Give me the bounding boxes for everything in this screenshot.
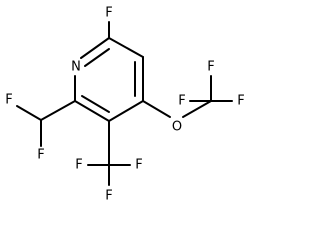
atom-ocf3-f-top: F [207,60,214,75]
substituent-bonds [16,21,233,186]
bond-o-cf3 [182,100,212,118]
atom-ring-f: F [105,6,112,21]
bond-c6-c5 [108,37,144,58]
bond-c3-c2 [74,100,110,122]
atom-chf2-f-left: F [5,93,12,108]
atom-ring-n: N [71,60,81,75]
bond-n-c6 [80,37,110,59]
atom-ocf3-f-left: F [178,94,185,109]
atom-cf3-f-right: F [135,158,142,173]
bond-chf2-f-left [16,105,42,121]
atom-chf2-f-bottom: F [37,148,44,163]
atom-cf3-f-bottom: F [105,189,112,204]
bond-c4-c3 [108,100,144,122]
atom-labels: F N F F O F F F F F F [5,6,244,204]
double-bond-c3-c2 [81,95,110,113]
atom-cf3-f-left: F [75,158,82,173]
atom-ocf3-o: O [172,120,182,135]
atom-ocf3-f-right: F [237,94,244,109]
double-bond-c6-n [84,48,110,67]
molecule-structure: F N F F O F F F F F F [5,6,244,204]
pyridine-ring [74,37,144,122]
bond-c2-chf2 [40,100,76,121]
bond-c4-o [142,100,171,118]
